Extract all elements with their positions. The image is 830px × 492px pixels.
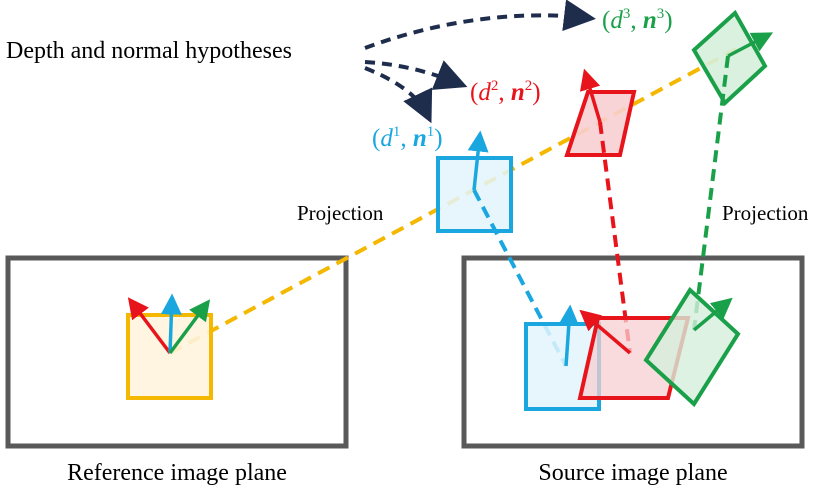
reference-normal-blue (160, 293, 182, 354)
source-normal-green (692, 297, 733, 332)
source-plane-label: Source image plane (538, 460, 727, 486)
hypothesis-1-normal (467, 130, 489, 191)
projection-line-blue (472, 189, 568, 367)
hypothesis-1-label: (d1, n1) (372, 124, 443, 152)
hypothesis-2-normal (579, 68, 602, 123)
source-image-plane (461, 255, 805, 449)
hypothesis-arrow-2 (364, 60, 468, 90)
reference-patch (126, 313, 213, 400)
hypothesis-arrow-3 (364, 0, 596, 50)
reference-normal-green (168, 299, 211, 355)
hypothesis-arrow-1 (364, 66, 433, 124)
reference-normal-red (127, 297, 172, 355)
reference-plane-label: Reference image plane (67, 460, 287, 486)
projection-line-green (692, 55, 730, 331)
hypothesis-3-label: (d3, n3) (602, 6, 673, 34)
hypothesis-2-label: (d2, n2) (470, 78, 541, 106)
reference-image-plane (5, 255, 349, 449)
projection-line-red (598, 121, 632, 354)
projection-label-left: Projection (297, 201, 384, 225)
hypotheses-label: Depth and normal hypotheses (6, 38, 292, 64)
source-normal-red (579, 309, 632, 355)
projection-label-right: Projection (722, 201, 809, 225)
source-normal-blue (558, 304, 580, 367)
hypothesis-3-normal (727, 32, 774, 58)
